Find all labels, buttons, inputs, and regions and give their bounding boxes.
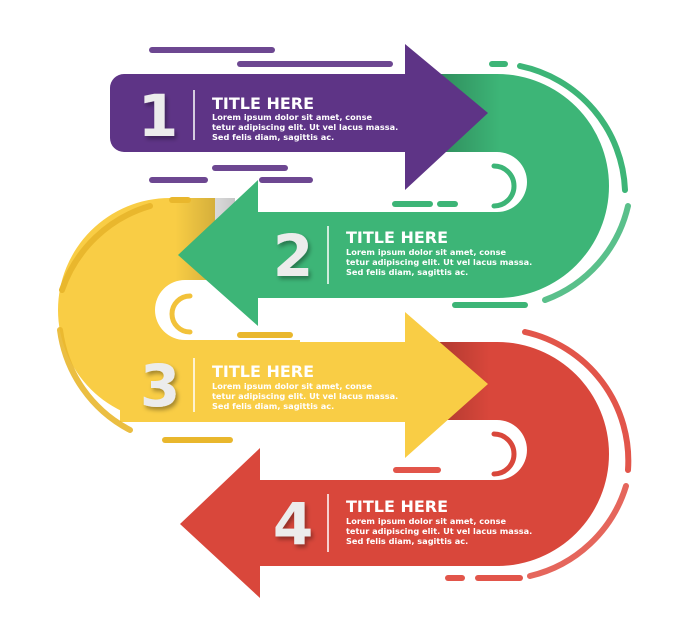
- step-2-line-2: tetur adipiscing elit. Ut vel lacus mass…: [346, 257, 532, 267]
- step-3-line-2: tetur adipiscing elit. Ut vel lacus mass…: [212, 391, 398, 401]
- step-1-line-1: Lorem ipsum dolor sit amet, conse: [212, 112, 372, 122]
- curl-green: [491, 163, 517, 209]
- arrow-1: [110, 44, 488, 190]
- curl-yellow: [169, 293, 193, 335]
- step-4-line-2: tetur adipiscing elit. Ut vel lacus mass…: [346, 526, 532, 536]
- step-1-line-2: tetur adipiscing elit. Ut vel lacus mass…: [212, 122, 398, 132]
- step-4-line-1: Lorem ipsum dolor sit amet, conse: [346, 516, 506, 526]
- step-4-title: TITLE HERE: [346, 497, 448, 516]
- step-1-title: TITLE HERE: [212, 94, 314, 113]
- arrow-4: [180, 448, 500, 598]
- step-2-title: TITLE HERE: [346, 228, 448, 247]
- step-4: 4 TITLE HERE Lorem ipsum dolor sit amet,…: [273, 490, 532, 558]
- deco-lines-yellow: [57, 197, 293, 443]
- step-3-number: 3: [140, 352, 180, 420]
- step-1: 1 TITLE HERE Lorem ipsum dolor sit amet,…: [138, 82, 398, 150]
- step-1-number: 1: [138, 82, 178, 150]
- deco-lines-red: [393, 329, 632, 581]
- step-3-line-1: Lorem ipsum dolor sit amet, conse: [212, 381, 372, 391]
- deco-lines-purple: [149, 47, 393, 183]
- step-3-title: TITLE HERE: [212, 362, 314, 381]
- step-4-number: 4: [273, 490, 313, 558]
- step-1-line-3: Sed felis diam, sagittis ac.: [212, 132, 334, 142]
- step-2-number: 2: [273, 222, 313, 290]
- arrow-3: [120, 312, 488, 458]
- step-2-line-3: Sed felis diam, sagittis ac.: [346, 267, 468, 277]
- arrow-2: [178, 180, 500, 326]
- curl-red: [491, 431, 517, 477]
- deco-lines-green: [392, 61, 631, 308]
- step-3-line-3: Sed felis diam, sagittis ac.: [212, 401, 334, 411]
- step-3: 3 TITLE HERE Lorem ipsum dolor sit amet,…: [140, 352, 398, 420]
- step-2: 2 TITLE HERE Lorem ipsum dolor sit amet,…: [273, 222, 532, 290]
- step-4-line-3: Sed felis diam, sagittis ac.: [346, 536, 468, 546]
- step-2-line-1: Lorem ipsum dolor sit amet, conse: [346, 247, 506, 257]
